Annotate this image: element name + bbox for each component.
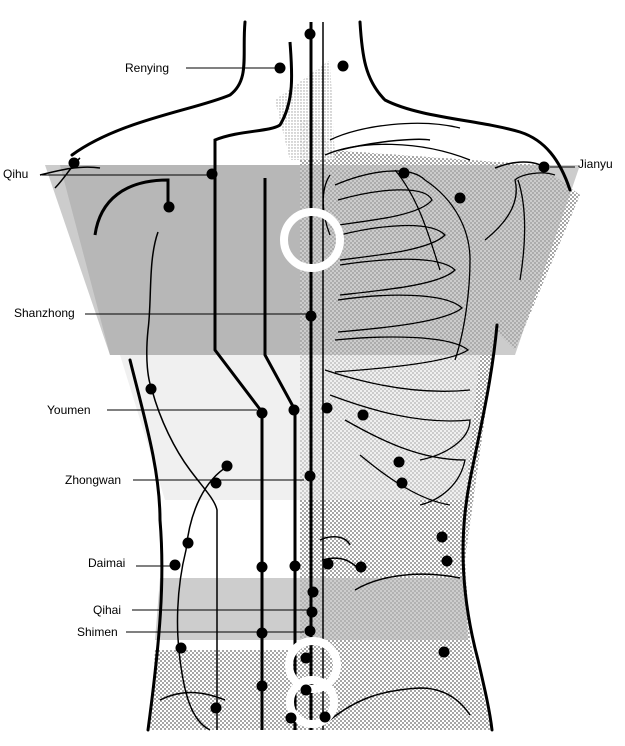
acupoint — [300, 684, 312, 696]
acupoint-neck-right — [337, 60, 349, 72]
acupoint — [300, 652, 312, 664]
acupoint — [256, 561, 268, 573]
label-youmen: Youmen — [47, 403, 91, 417]
body-outline — [70, 20, 572, 732]
acupoint — [319, 711, 331, 723]
acupoint — [438, 646, 450, 658]
acupoint — [396, 477, 408, 489]
acupoint — [398, 167, 410, 179]
acupoint — [221, 460, 233, 472]
label-qihu: Qihu — [3, 167, 29, 181]
acupoint — [436, 531, 448, 543]
acupoint-midline — [304, 28, 316, 40]
acupoint — [256, 680, 268, 692]
acupoint — [355, 561, 367, 573]
lower-abdomen-dotted — [150, 650, 300, 730]
acupoint — [393, 456, 405, 468]
neck-dotted — [275, 60, 335, 160]
acupoints — [68, 28, 550, 724]
acupoint-zhongwan — [304, 470, 316, 482]
acupoint-youmen — [256, 407, 268, 419]
label-renying: Renying — [125, 61, 170, 75]
acupoint — [182, 537, 194, 549]
acupoint-qihu-left — [68, 157, 80, 169]
acupoint-jianyu — [538, 161, 550, 173]
label-daimai: Daimai — [88, 556, 126, 570]
acupoint-qihu — [206, 168, 218, 180]
chest-band-left-dark — [60, 165, 300, 355]
label-shimen: Shimen — [77, 625, 118, 639]
acupoint-shimen — [256, 627, 268, 639]
acupoint — [441, 555, 453, 567]
acupoint-daimai — [169, 559, 181, 571]
acupoint-qihai — [306, 606, 318, 618]
acupoint — [357, 409, 369, 421]
acupoint — [288, 404, 300, 416]
acupoint-shanzhong — [305, 310, 317, 322]
label-zhongwan: Zhongwan — [65, 473, 122, 487]
acupoint — [322, 558, 334, 570]
upper-abdomen-band — [120, 355, 480, 500]
acupoint — [454, 192, 466, 204]
midline-circles — [280, 208, 344, 728]
acupoint — [210, 477, 222, 489]
acupoint — [163, 201, 175, 213]
acupoint — [304, 625, 316, 637]
acupoint-renying — [274, 62, 286, 74]
label-shanzhong: Shanzhong — [14, 306, 75, 320]
acupoint — [289, 560, 301, 572]
label-qihai: Qihai — [93, 603, 122, 617]
acupoint — [175, 642, 187, 654]
acupoint — [145, 383, 157, 395]
acupoint — [210, 702, 222, 714]
acupoint — [307, 586, 319, 598]
acupoint — [321, 402, 333, 414]
label-jianyu: Jianyu — [578, 157, 613, 171]
acupoint — [285, 712, 297, 724]
